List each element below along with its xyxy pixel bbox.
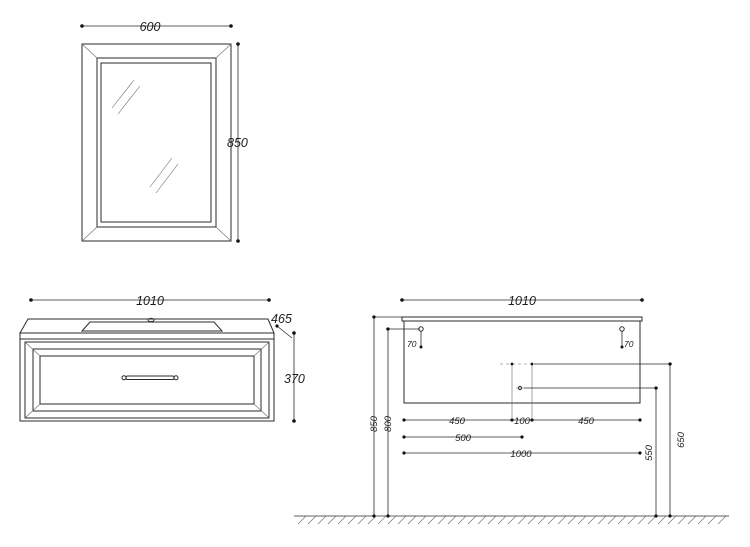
offset-500-dimension: 500 <box>402 433 524 444</box>
height-800-label: 800 <box>383 415 394 432</box>
height-650-dimension: 650 <box>534 362 687 518</box>
cabinet-depth-dimension: 465 <box>271 312 293 339</box>
mirror-width-dimension: 600 <box>80 20 233 34</box>
faucet-hole <box>147 317 155 323</box>
left-450-label: 450 <box>449 416 466 427</box>
mirror-height-dimension: 850 <box>227 42 248 243</box>
wall-cabinet-body <box>403 320 641 404</box>
cabinet-height-dimension: 370 <box>284 331 305 423</box>
span-1000-label: 1000 <box>510 449 532 460</box>
cabinet-top-band <box>19 332 275 340</box>
height-800-dimension: 800 <box>383 327 420 518</box>
spacing-dimension-row: 450 100 450 <box>402 416 642 427</box>
mirror-mid-frame <box>96 57 217 228</box>
height-850-label: 850 <box>369 415 380 432</box>
cabinet-body <box>19 338 275 422</box>
height-650-label: 650 <box>676 431 687 448</box>
mirror-view: 600 850 <box>80 20 248 243</box>
drawer-outer-frame <box>24 341 270 419</box>
wall-mount-view: 1010 70 70 <box>294 294 729 525</box>
mount-hole-right: 70 <box>619 326 634 349</box>
right-450-label: 450 <box>578 416 595 427</box>
mirror-outer-frame <box>81 43 232 242</box>
floor-line <box>294 515 729 525</box>
basin <box>80 321 224 332</box>
mirror-width-label: 600 <box>140 20 161 34</box>
height-850-dimension: 850 <box>369 315 402 518</box>
center-100-label: 100 <box>514 416 531 427</box>
mount-hole-left-label: 70 <box>407 339 417 349</box>
drawer-handle <box>121 375 179 381</box>
mount-hole-right-label: 70 <box>624 339 634 349</box>
mirror-reflection-lines <box>111 79 179 194</box>
cabinet-height-label: 370 <box>284 372 305 386</box>
height-550-dimension: 550 <box>524 386 658 518</box>
cabinet-width-label: 1010 <box>136 294 164 308</box>
cabinet-width-dimension: 1010 <box>29 294 271 308</box>
drawer-panel <box>39 355 255 405</box>
cabinet-front-view: 1010 465 370 <box>19 294 305 423</box>
wall-width-label: 1010 <box>508 294 536 308</box>
mirror-glass <box>100 62 212 223</box>
drawer-mid-frame <box>32 348 262 412</box>
wall-width-dimension: 1010 <box>400 294 644 308</box>
cabinet-depth-label: 465 <box>271 312 292 326</box>
wall-cabinet-top <box>401 316 643 322</box>
height-550-label: 550 <box>644 444 655 461</box>
span-1000-dimension: 1000 <box>402 449 642 460</box>
mirror-height-label: 850 <box>227 136 248 150</box>
drain-markers <box>500 362 534 418</box>
offset-500-label: 500 <box>455 433 472 444</box>
mount-hole-left: 70 <box>407 326 424 349</box>
